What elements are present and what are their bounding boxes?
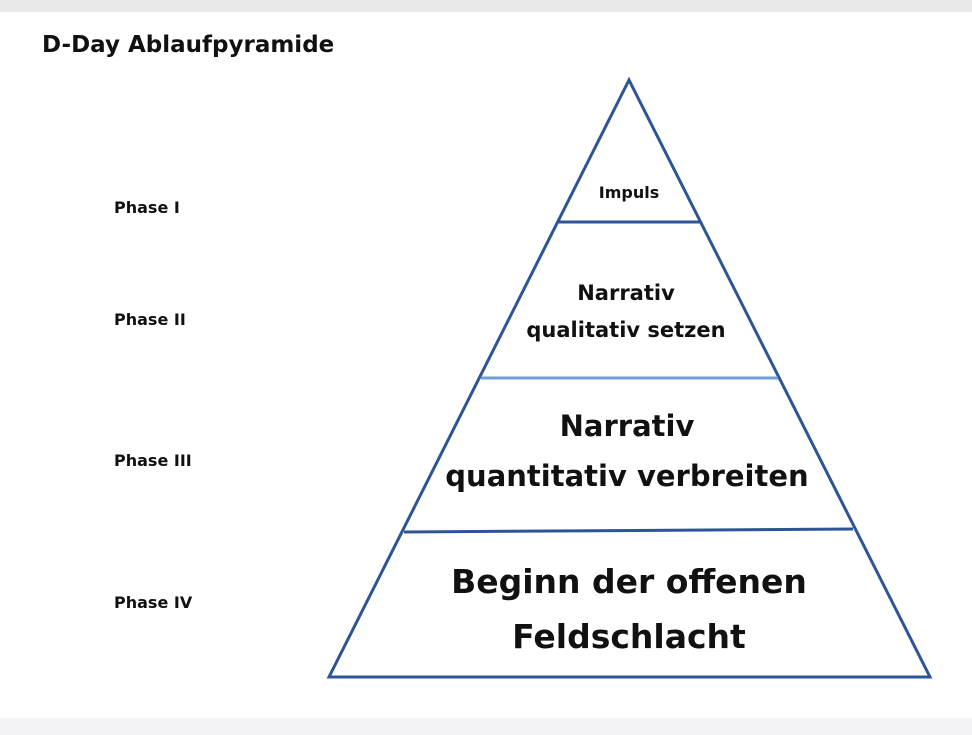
- phase-label-3: Phase III: [114, 451, 192, 470]
- tier-2-line-2: qualitativ setzen: [526, 318, 725, 342]
- phase-label-1: Phase I: [114, 198, 180, 217]
- tier-3-line-2: quantitativ verbreiten: [445, 459, 808, 493]
- tier-2-line-1: Narrativ: [577, 281, 675, 305]
- diagram-title: D-Day Ablaufpyramide: [42, 32, 335, 58]
- tier-divider-3: [403, 527, 854, 534]
- tier-4-line-1: Beginn der offenen: [451, 562, 807, 601]
- tier-1-line-1: Impuls: [599, 183, 659, 202]
- bottom-band: [0, 718, 972, 735]
- phase-label-4: Phase IV: [114, 593, 193, 612]
- tier-3-line-1: Narrativ: [560, 409, 695, 443]
- tier-4-line-2: Feldschlacht: [512, 617, 746, 656]
- phase-label-2: Phase II: [114, 310, 186, 329]
